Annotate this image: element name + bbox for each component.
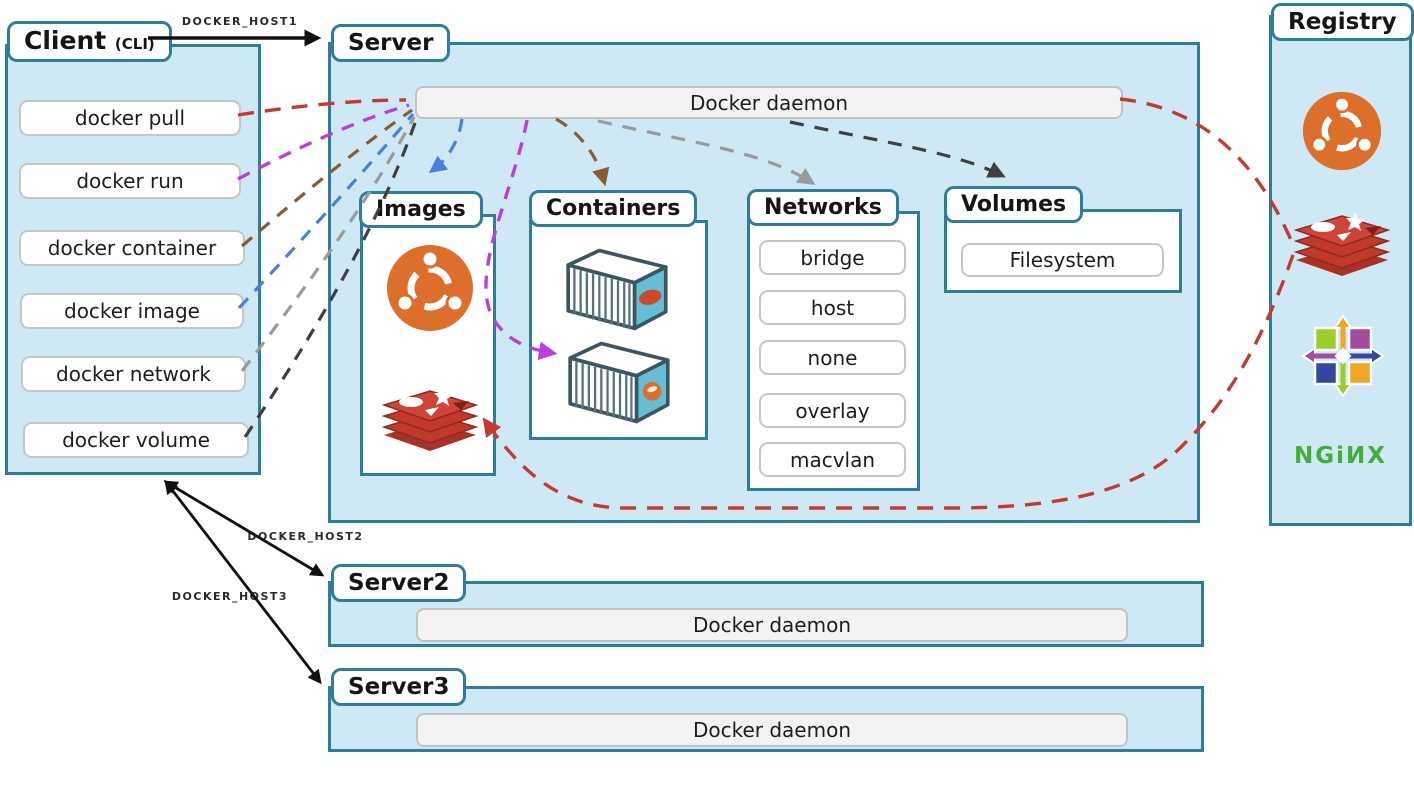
server3-title-tab: Server3 [331,668,467,707]
volumes-title-tab: Volumes [944,186,1084,224]
command-label: docker image [64,299,200,323]
networks-title: Networks [764,195,882,220]
server2-box: Docker daemon [328,581,1204,647]
network-overlay: overlay [759,393,906,428]
server3-title: Server3 [348,674,450,700]
server-title: Server [348,30,434,56]
command-docker-volume: docker volume [23,422,249,458]
docker-host1-label: DOCKER_HOST1 [181,15,299,28]
network-macvlan: macvlan [759,442,906,477]
docker-daemon-label: Docker daemon [689,90,849,115]
nginx-logo: NGiИX [1294,443,1387,469]
docker-daemon-bar: Docker daemon [416,713,1128,747]
network-label: bridge [800,245,865,270]
network-label: overlay [795,398,870,423]
containers-panel [529,220,708,440]
registry-box: NGiИX [1269,15,1412,526]
client-title: Client [24,26,107,55]
server2-title: Server2 [348,570,450,596]
network-label: none [807,345,858,370]
client-title-tab: Client (CLI) [7,21,172,62]
networks-title-tab: Networks [747,189,899,227]
command-docker-container: docker container [19,230,245,266]
redis-icon [1293,212,1391,276]
command-docker-network: docker network [21,356,246,392]
docker-daemon-label: Docker daemon [692,613,852,637]
images-panel [360,214,496,476]
centos-icon [1301,314,1385,398]
networks-panel: bridge host none overlay macvlan [747,211,920,491]
containers-title-tab: Containers [529,190,698,228]
command-docker-pull: docker pull [19,100,241,136]
redis-icon [381,387,479,451]
network-label: host [810,295,855,320]
network-label: macvlan [789,447,876,472]
server3-box: Docker daemon [328,686,1204,752]
volumes-title: Volumes [961,192,1067,217]
docker-host2-label: DOCKER_HOST2 [247,530,364,543]
client-subtitle: (CLI) [114,35,155,53]
ubuntu-icon [387,245,473,331]
server2-title-tab: Server2 [331,564,467,603]
client-box: docker pull docker run docker container … [5,44,261,475]
volume-label: Filesystem [1009,248,1116,272]
command-docker-image: docker image [20,293,244,329]
network-host: host [759,290,906,325]
container-icon [568,341,670,424]
network-bridge: bridge [759,240,906,275]
images-title: Images [376,197,466,222]
docker-daemon-bar: Docker daemon [416,608,1128,642]
command-docker-run: docker run [19,163,241,199]
server-title-tab: Server [331,24,451,63]
command-label: docker container [47,236,217,260]
network-none: none [759,340,906,375]
server-box: Docker daemon [328,42,1200,523]
docker-host2-arrow [163,480,325,577]
command-label: docker volume [62,428,210,452]
registry-title: Registry [1288,9,1397,35]
containers-title: Containers [546,196,681,221]
command-label: docker network [56,362,211,386]
ubuntu-icon [1302,91,1382,171]
docker-daemon-bar: Docker daemon [415,86,1123,119]
docker-host3-arrow [164,479,322,685]
registry-title-tab: Registry [1271,3,1414,42]
command-label: docker run [76,169,184,193]
images-title-tab: Images [359,191,483,229]
container-icon [566,248,668,331]
command-label: docker pull [74,106,186,130]
docker-host3-label: DOCKER_HOST3 [171,590,289,603]
volume-filesystem: Filesystem [961,243,1164,277]
docker-daemon-label: Docker daemon [692,718,852,742]
